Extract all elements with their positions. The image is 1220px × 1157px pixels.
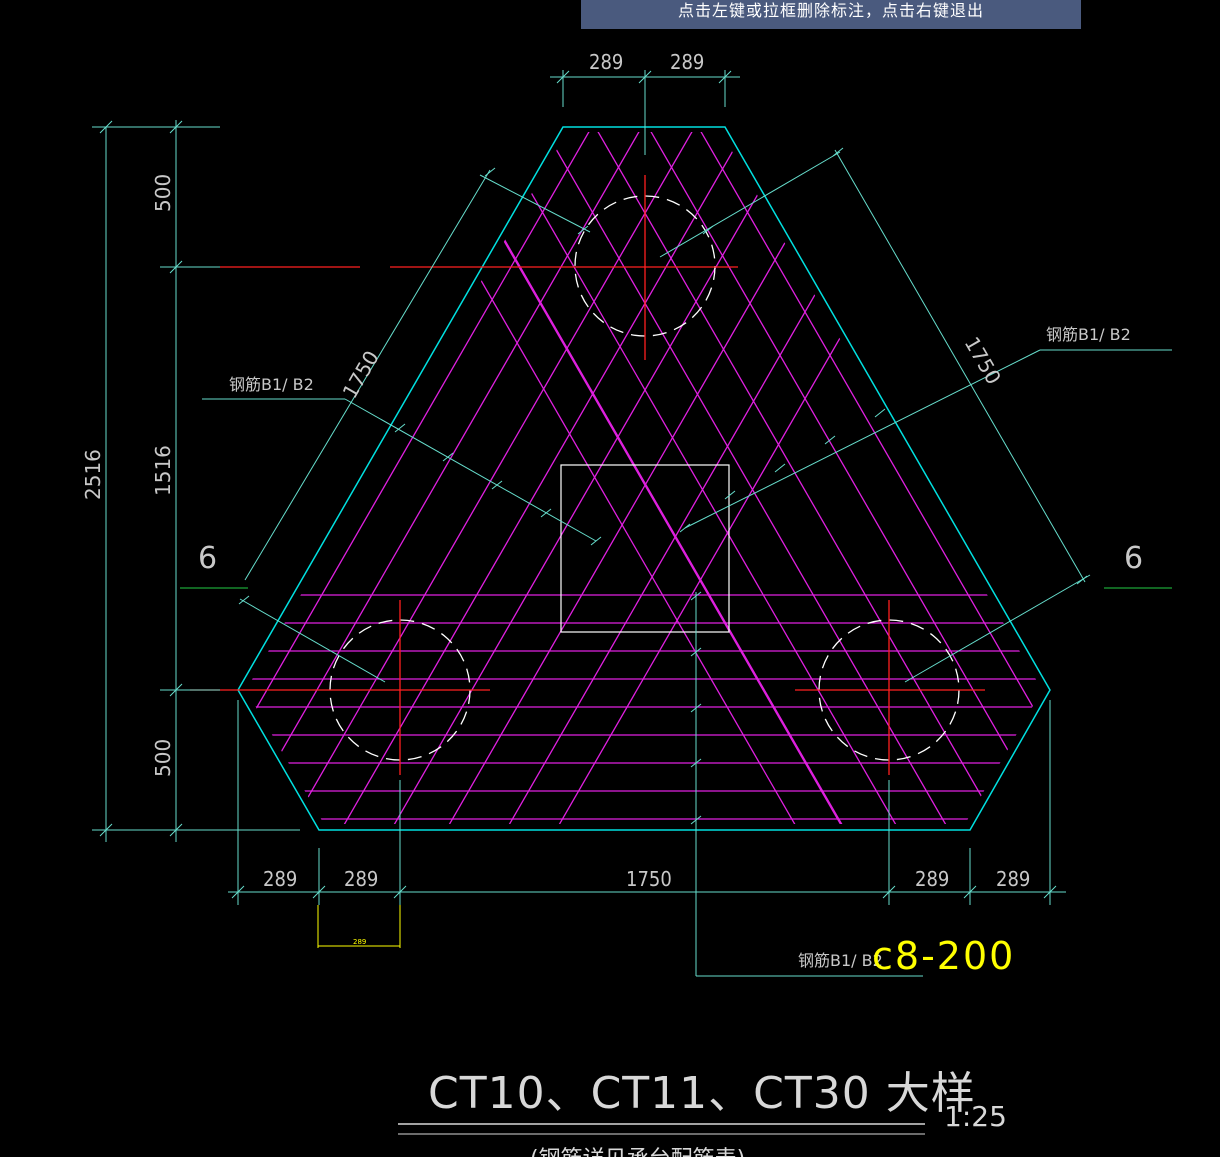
dim-diag-right[interactable]: 1750	[960, 333, 1006, 389]
dim-height-total[interactable]: 2516	[81, 449, 105, 500]
rebar-diag-a-5[interactable]	[630, 10, 1220, 1030]
dim-top-right[interactable]: 289	[670, 50, 704, 74]
tick-bottom-4	[690, 815, 702, 825]
rebar-diag-b-4[interactable]	[121, 10, 710, 1030]
dim-bottom-5[interactable]: 289	[996, 867, 1030, 891]
tick-right-3	[724, 490, 736, 500]
tick-edge-1	[577, 225, 589, 235]
tick-bottom-1	[690, 647, 702, 657]
rebar-diag-b-2[interactable]	[226, 10, 815, 1030]
tick-edge-2	[702, 225, 714, 235]
tick-bottom-2	[690, 703, 702, 713]
tick-bottom-3	[690, 758, 702, 768]
tick-edge-3	[832, 147, 844, 157]
section-mark-right[interactable]: 6	[1124, 541, 1143, 576]
pile-cap-outline[interactable]	[237, 126, 1051, 831]
rebar-diag-a-extra-1[interactable]	[324, 10, 915, 1030]
drawing-subtitle[interactable]: (钢筋详见承台配筋表)	[530, 1147, 745, 1157]
rebar-label-left[interactable]: 钢筋B1/ B2	[229, 375, 314, 394]
rebar-label-right[interactable]: 钢筋B1/ B2	[1046, 325, 1131, 344]
rebar-diag-b-7[interactable]	[390, 10, 980, 1030]
rebar-diag-a-4[interactable]	[580, 10, 1170, 1030]
dim-height-top[interactable]: 500	[151, 174, 175, 212]
rebar-diag-a-3[interactable]	[527, 10, 1117, 1030]
dim-height-mid[interactable]: 1516	[151, 445, 175, 496]
drawing-title[interactable]: CT10、CT11、CT30 大样	[428, 1068, 976, 1119]
tick-edge-0	[484, 167, 496, 177]
tick-right-2	[774, 463, 786, 473]
dim-bottom-2[interactable]: 289	[344, 867, 378, 891]
tick-right-0	[874, 408, 886, 418]
tick-edge-4	[238, 595, 250, 605]
tick-bottom-0	[690, 591, 702, 601]
tick-edge-5	[1076, 575, 1088, 585]
column-outline[interactable]	[560, 464, 730, 633]
command-prompt-text: 点击左键或拉框删除标注，点击右键退出	[677, 3, 984, 20]
dim-top-left[interactable]: 289	[589, 50, 623, 74]
dim-bottom-1[interactable]: 289	[263, 867, 297, 891]
tick-left-1	[442, 452, 454, 462]
dimension-lines[interactable]	[92, 70, 1172, 977]
tick-right-4	[679, 523, 691, 533]
rebar-diag-b-5[interactable]	[71, 10, 660, 1030]
dim-bottom-3[interactable]: 1750	[626, 867, 672, 891]
tick-left-2	[491, 480, 503, 490]
tick-left-0	[394, 423, 406, 433]
rebar-spec[interactable]: c8-200	[872, 934, 1015, 978]
leader-ticks	[238, 147, 1088, 825]
dim-height-bottom[interactable]: 500	[151, 739, 175, 777]
drawing-scale[interactable]: 1:25	[944, 1100, 1007, 1133]
rebar-diag-a-2[interactable]	[475, 10, 1065, 1030]
tick-right-1	[824, 435, 836, 445]
pile-center-lines[interactable]	[190, 175, 985, 775]
section-mark-left[interactable]: 6	[198, 541, 217, 576]
command-prompt-bar: 点击左键或拉框删除标注，点击右键退出	[581, 0, 1081, 29]
rebar-diag-b-3[interactable]	[174, 10, 763, 1030]
dim-small[interactable]: 289	[353, 938, 366, 946]
dim-bottom-4[interactable]: 289	[915, 867, 949, 891]
dim-diag-left[interactable]: 1750	[338, 346, 384, 402]
tick-left-4	[590, 536, 602, 546]
rebar-diag-b-0[interactable]	[330, 10, 920, 1030]
rebar-label-bottom[interactable]: 钢筋B1/ B2	[798, 951, 883, 970]
pile-top[interactable]	[574, 195, 716, 337]
small-dimension[interactable]	[317, 905, 401, 948]
tick-left-3	[540, 508, 552, 518]
